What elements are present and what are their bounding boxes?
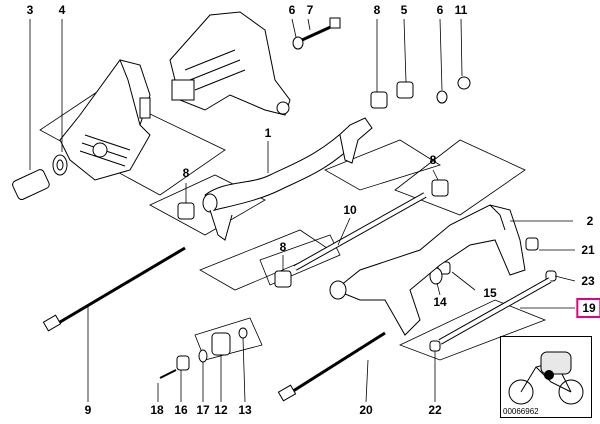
- callout-10: 10: [343, 203, 357, 217]
- callout-6: 6: [436, 3, 444, 17]
- vehicle-thumbnail: 00066962: [500, 336, 592, 418]
- callout-8: 8: [182, 166, 190, 180]
- callout-18: 18: [150, 403, 164, 417]
- part-2-swing-arm: [329, 204, 526, 336]
- callout-8: 8: [373, 3, 381, 17]
- callout-16: 16: [174, 403, 188, 417]
- callout-7: 7: [306, 3, 314, 17]
- callout-6: 6: [288, 3, 296, 17]
- callout-4: 4: [58, 3, 66, 17]
- upper-engine-bracket: [169, 11, 291, 116]
- callout-11: 11: [454, 3, 468, 17]
- callout-23: 23: [581, 274, 595, 288]
- callout-9: 9: [84, 403, 92, 417]
- callout-1: 1: [264, 126, 272, 140]
- callout-20: 20: [359, 403, 373, 417]
- callout-13: 13: [238, 403, 252, 417]
- part-1-arm: [202, 117, 373, 241]
- callout-14: 14: [433, 295, 447, 309]
- callout-15: 15: [483, 286, 497, 300]
- callout-21: 21: [581, 243, 595, 257]
- thumbnail-id: 00066962: [503, 407, 539, 416]
- bushings: [176, 81, 557, 371]
- callout-8: 8: [279, 240, 287, 254]
- part-3-stud: [12, 169, 50, 201]
- callout-5: 5: [400, 3, 408, 17]
- callout-2: 2: [586, 214, 594, 228]
- callout-22: 22: [428, 403, 442, 417]
- motorcycle-icon: [508, 351, 584, 405]
- callout-8: 8: [429, 153, 437, 167]
- left-engine-bracket: [59, 59, 151, 181]
- washers: [52, 36, 471, 363]
- callout-3: 3: [26, 3, 34, 17]
- leader-lines: [29, 18, 576, 403]
- callout-17: 17: [196, 403, 210, 417]
- callout-12: 12: [214, 403, 228, 417]
- callout-19: 19: [576, 298, 600, 318]
